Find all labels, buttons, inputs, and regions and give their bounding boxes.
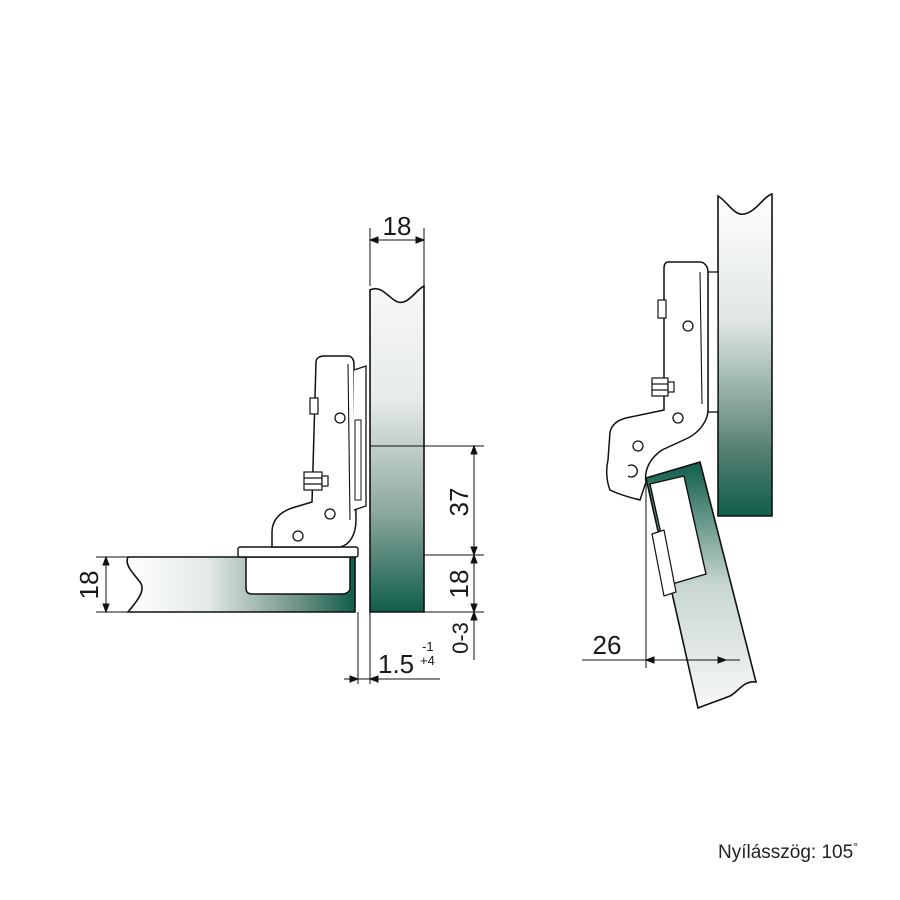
pivot-right-hook [627,464,638,478]
right-view: 26 [582,192,773,710]
dim-adjustment [470,610,478,660]
opening-angle-label: Nyílásszög: 105 [718,842,854,863]
dim-adjustment-label: 0-3 [448,622,473,654]
hinge-arm-inner [347,363,351,521]
hinge-cup [245,556,351,595]
plate-right [707,271,719,413]
dim-overlay-tol-lower: +4 [420,653,435,668]
dim-door-clearance-label: 26 [593,630,622,660]
adjust-screw [303,471,329,491]
pivot-lower [324,508,336,520]
dim-overlay-tol-upper: -1 [422,639,434,654]
side-screw-right [657,299,667,319]
hinge-inner-right [699,271,703,405]
left-view: 18 18 37 18 0-3 [74,211,484,684]
dim-hinge-height [370,444,484,557]
hinge-body-right [605,261,709,501]
dim-panel-thickness [368,228,426,286]
mounting-plate [353,365,367,511]
dim-side-thickness-label: 18 [74,571,104,600]
pivot-right-1 [682,320,694,332]
hinge-flange-open [651,529,677,597]
side-panel [369,284,425,613]
pivot-cup [292,530,304,542]
dim-panel-thickness-label: 18 [383,211,412,241]
hinge-arm [271,355,357,548]
opening-angle-caption: Nyílásszög: 105° [718,840,858,864]
dim-lower-offset-label: 18 [444,570,474,599]
wall-panel [717,192,773,517]
dim-overlay [344,612,440,684]
dim-hinge-height-label: 37 [444,488,474,517]
hinge-flange [237,546,359,558]
pivot-right-2 [672,412,684,424]
dim-overlay-label: 1.5 [378,649,414,679]
pivot-right-3 [632,440,644,452]
adjust-screw-right [651,377,675,397]
degree-symbol: ° [853,840,858,854]
pivot-upper [334,412,346,424]
side-screw [309,397,319,415]
dim-side-thickness [96,555,128,614]
plate-slot [354,419,362,501]
dim-door-clearance [582,484,740,668]
